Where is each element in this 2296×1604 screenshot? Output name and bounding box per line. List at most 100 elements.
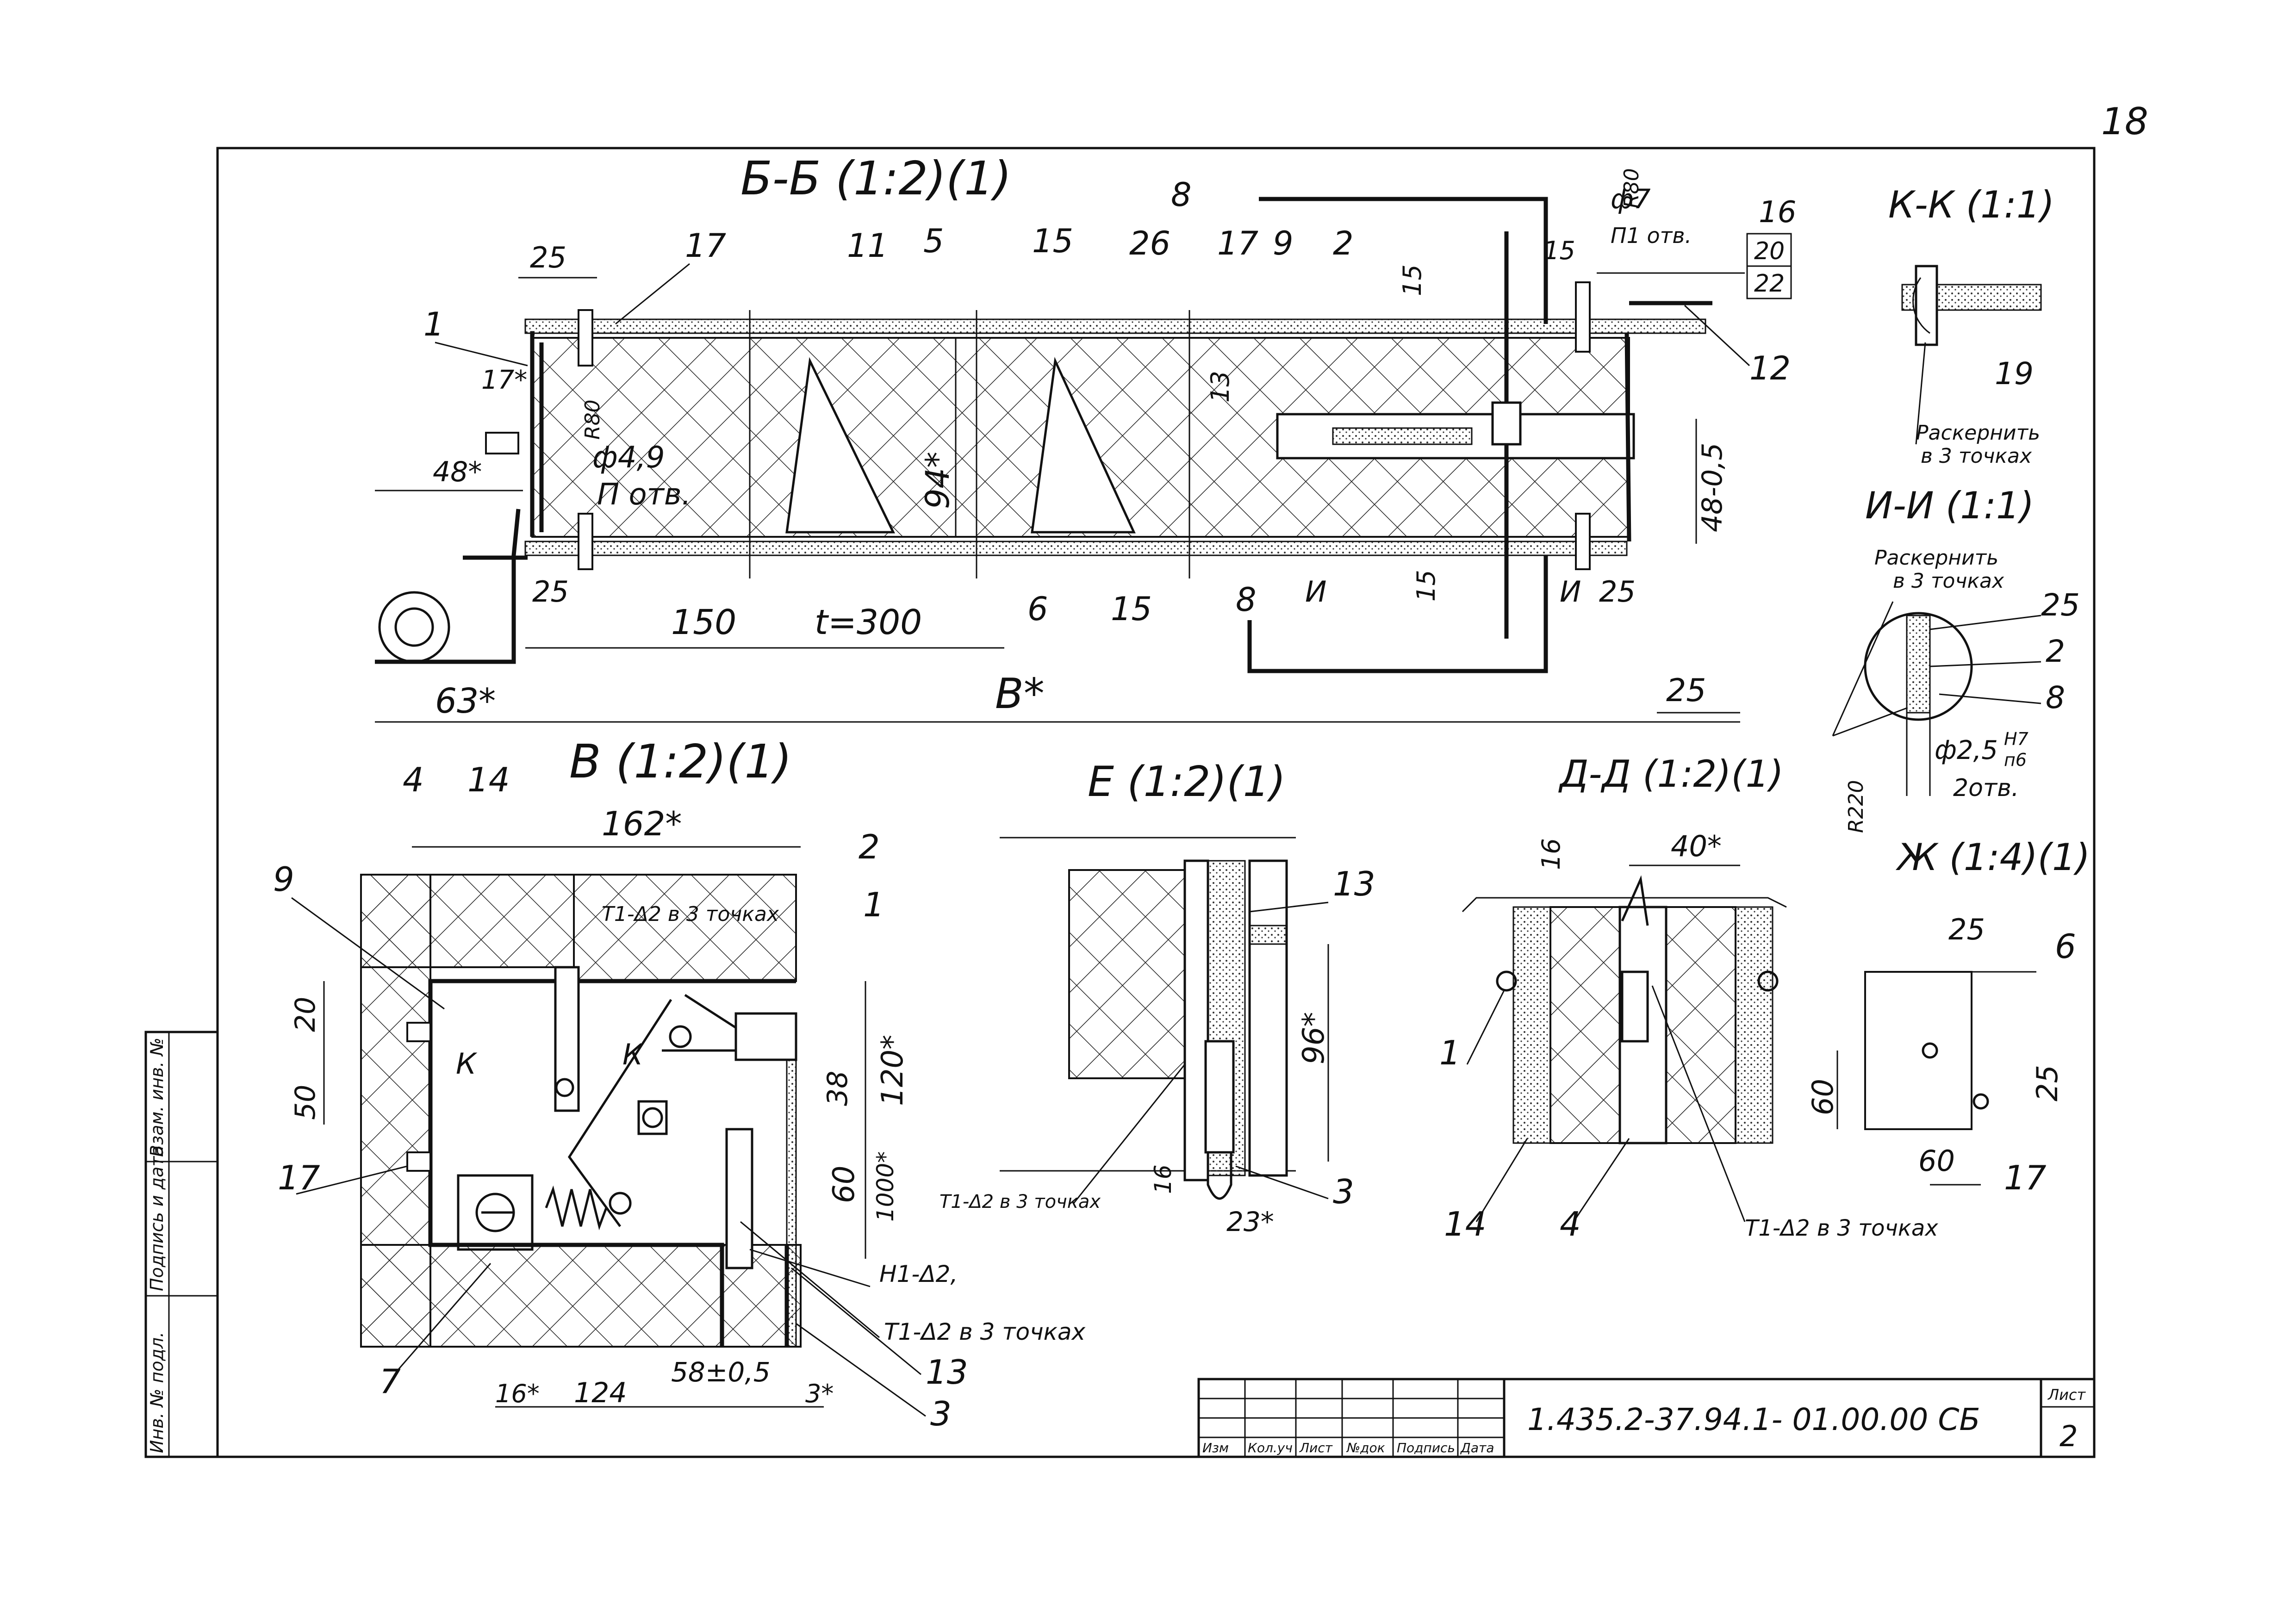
bb-left-profile <box>530 331 544 537</box>
bb-dim-16: ф7 <box>1611 183 1651 215</box>
bb-item-8a: 8 <box>1171 176 1192 214</box>
zh-dim-60b: 60 <box>1918 1144 1955 1178</box>
tb-col-date: Дата <box>1460 1440 1494 1455</box>
view-bb: Б-Б (1:2)(1) <box>375 151 1796 723</box>
dd-dim-40: 40* <box>1671 829 1722 863</box>
view-zh-title: Ж (1:4)(1) <box>1895 836 2090 879</box>
bb-dim-3: 25 <box>532 575 569 609</box>
view-ii: И-И (1:1) Раскернить в 3 точках 25 2 8 ф… <box>1832 484 2080 833</box>
bb-dim-2: 48* <box>433 456 482 488</box>
tb-col-list: Лист <box>1299 1440 1333 1455</box>
tb-col-sign: Подпись <box>1397 1440 1455 1455</box>
bb-handle-bottom <box>1247 555 1548 673</box>
bb-item-16: 16 <box>1759 195 1796 230</box>
ii-dim-phi: ф2,5 <box>1935 735 1998 765</box>
tb-col-kol: Кол.уч <box>1248 1440 1293 1455</box>
v-item-2: 2 <box>859 827 880 866</box>
e-dim-16: 16 <box>1150 1164 1176 1194</box>
bb-dim-10: 15 <box>1412 570 1441 602</box>
v-dim-50: 50 <box>289 1085 322 1120</box>
bb-item-20: 20 <box>1754 237 1785 265</box>
e-item-13: 13 <box>1333 864 1375 903</box>
v-dim-38: 38 <box>821 1071 854 1106</box>
v-dim-60: 60 <box>827 1166 861 1203</box>
sheet-frame <box>216 147 2096 1458</box>
v-item-13: 13 <box>926 1353 968 1392</box>
e-dim-96: 96* <box>1297 1012 1331 1064</box>
bb-cut-i-right: И <box>1560 575 1581 609</box>
e-item-3: 3 <box>1333 1172 1354 1211</box>
side-stamp: Инв. № подл. Подпись и дата Взам. инв. № <box>144 1031 219 1458</box>
e-note-weld: Т1-Δ2 в 3 точках <box>940 1191 1101 1212</box>
dd-dim-16: 16 <box>1537 838 1566 870</box>
v-item-17: 17 <box>278 1158 320 1197</box>
bb-item-8b: 8 <box>1236 581 1257 619</box>
bb-dim-20: R80 <box>581 399 604 440</box>
bb-item-15b: 15 <box>1111 590 1152 628</box>
bb-item-9: 9 <box>1273 224 1294 262</box>
kk-note2: в 3 точках <box>1921 444 2032 468</box>
bb-dim-11: 13 <box>1206 371 1235 403</box>
side-stamp-inv: Инв. № подл. <box>147 1332 167 1453</box>
kk-note1: Раскернить <box>1916 421 2040 445</box>
view-kk-title: К-К (1:1) <box>1888 183 2054 226</box>
bb-item-2: 2 <box>1333 224 1354 262</box>
zh-dim-25a: 25 <box>1948 913 1985 946</box>
zh-dim-25b: 25 <box>2030 1065 2064 1101</box>
bb-item-17a: 17 <box>685 227 726 265</box>
ii-item-25: 25 <box>2041 587 2080 623</box>
bb-dim-4: 150 <box>671 603 736 642</box>
bb-item-11: 11 <box>847 227 888 265</box>
view-e: Е (1:2)(1) 96* 16 23* 13 3 Т1-Δ2 в 3 точ… <box>940 758 1375 1237</box>
tb-sheet-label: Лист <box>2047 1386 2086 1404</box>
tb-col-izm: Изм <box>1202 1440 1229 1455</box>
v-dim-58: 58±0,5 <box>671 1356 771 1388</box>
v-item-14: 14 <box>467 760 510 799</box>
e-dim-23: 23* <box>1226 1206 1274 1237</box>
v-cut-k-right: К <box>622 1038 644 1071</box>
view-ii-title: И-И (1:1) <box>1865 484 2034 527</box>
bb-dim-19: П отв. <box>597 478 691 512</box>
ii-dim-r220: R220 <box>1844 780 1868 833</box>
bb-dim-8: 25 <box>1666 672 1706 709</box>
bb-dim-17: П1 отв. <box>1611 223 1692 248</box>
bb-item-26: 26 <box>1129 224 1170 262</box>
ii-note1: Раскернить <box>1874 546 1998 570</box>
bb-rod-clamp <box>1491 401 1522 446</box>
bb-dim-7: B* <box>995 670 1045 718</box>
bb-break-lines <box>749 310 1190 578</box>
bb-dim-1: 17* <box>481 365 527 395</box>
bb-item-22: 22 <box>1754 270 1785 298</box>
view-e-title: Е (1:2)(1) <box>1088 758 1286 806</box>
zh-item-6: 6 <box>2055 927 2076 966</box>
bb-dim-6: 63* <box>435 681 496 721</box>
view-dd-title: Д-Д (1:2)(1) <box>1558 752 1784 796</box>
dd-item-1: 1 <box>1439 1033 1461 1072</box>
view-bb-title: Б-Б (1:2)(1) <box>740 151 1012 205</box>
bb-dimension-lines <box>375 277 1740 723</box>
v-item-3: 3 <box>930 1394 952 1433</box>
view-kk: К-К (1:1) 19 Раскернить в 3 точках <box>1888 183 2054 468</box>
bb-bottom-skin <box>524 541 1628 556</box>
ii-dim-h7: H7 <box>2004 729 2028 749</box>
v-dim-16: 16* <box>495 1379 540 1408</box>
bb-right-profile <box>1624 333 1631 542</box>
ii-item-2: 2 <box>2046 634 2065 669</box>
bb-item-1: 1 <box>423 305 444 343</box>
zh-dim-60a: 60 <box>1806 1079 1840 1115</box>
tb-col-doc: №док <box>1346 1440 1385 1455</box>
v-note-weld-1: Т1-Δ2 в 3 точках <box>602 902 779 926</box>
ii-dim-holes: 2отв. <box>1953 774 2019 802</box>
v-item-7: 7 <box>380 1362 401 1401</box>
bb-dim-0: 25 <box>530 241 566 274</box>
bb-top-skin <box>524 318 1706 334</box>
bb-dim-14: 15 <box>1543 236 1575 265</box>
bb-dim-12: 94* <box>919 452 957 509</box>
bb-dim-15: 25 <box>1599 575 1636 609</box>
side-stamp-replace: Взам. инв. № <box>147 1038 167 1157</box>
v-leaders <box>291 897 926 1417</box>
view-v-title: В (1:2)(1) <box>569 734 792 789</box>
bb-dim-18: ф4,9 <box>592 441 665 475</box>
bb-bolts <box>485 281 1591 570</box>
